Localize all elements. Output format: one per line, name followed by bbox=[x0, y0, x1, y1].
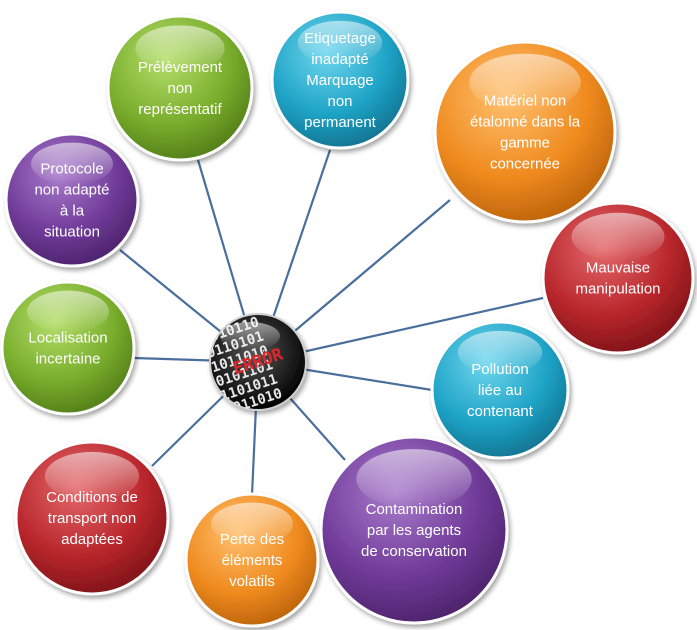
node-gloss bbox=[356, 449, 472, 509]
node-label-etiquetage: Etiquetage bbox=[304, 30, 376, 47]
node-gloss bbox=[27, 290, 109, 333]
node-label-protocole: non adapté bbox=[34, 182, 109, 199]
node-protocole: Protocole non adapté à la situation bbox=[4, 132, 140, 268]
node-label-protocole: situation bbox=[44, 224, 100, 241]
node-label-localisation: incertaine bbox=[35, 351, 100, 368]
node-label-prelevement: représentatif bbox=[138, 101, 222, 118]
node-label-materiel: concernée bbox=[490, 156, 560, 173]
node-label-etiquetage: permanent bbox=[304, 114, 377, 131]
node-label-contamination: par les agents bbox=[367, 522, 461, 539]
node-localisation: Localisation incertaine bbox=[0, 280, 136, 416]
node-label-pollution: Pollution bbox=[471, 361, 529, 378]
node-gloss bbox=[457, 330, 543, 375]
node-gloss bbox=[44, 451, 140, 501]
node-materiel: Matériel non étalonné dans la gamme concern… bbox=[433, 40, 617, 224]
node-gloss bbox=[211, 502, 293, 545]
node-gloss bbox=[297, 20, 383, 65]
node-label-localisation: Localisation bbox=[28, 330, 107, 347]
node-label-materiel: gamme bbox=[500, 135, 550, 152]
node-label-protocole: à la bbox=[60, 203, 85, 220]
node-prelevement: Prélèvement non représentatif bbox=[106, 14, 254, 162]
node-label-manipulation: manipulation bbox=[575, 281, 660, 298]
node-gloss bbox=[31, 142, 113, 185]
node-label-materiel: Matériel non bbox=[484, 93, 567, 110]
node-label-prelevement: Prélèvement bbox=[138, 59, 223, 76]
node-conditions: Conditions de transport non adaptées bbox=[14, 440, 170, 596]
node-pollution: Pollution liée au contenant bbox=[430, 320, 570, 460]
node-perte: Perte des éléments volatils bbox=[184, 492, 320, 628]
node-label-etiquetage: inadapté bbox=[311, 51, 369, 68]
node-gloss bbox=[571, 212, 665, 261]
node-label-etiquetage: non bbox=[327, 93, 352, 110]
node-label-pollution: liée au bbox=[478, 382, 522, 399]
node-label-manipulation: Mauvaise bbox=[586, 260, 650, 277]
node-gloss bbox=[469, 53, 581, 112]
node-label-conditions: transport non bbox=[48, 510, 136, 527]
node-contamination: Contamination par les agents de conservati… bbox=[319, 435, 509, 625]
central-error-node: 1010110011010110110100101101110101100110… bbox=[209, 313, 307, 411]
node-layer: EtiquetageinadaptéMarquagenonpermanentPr… bbox=[0, 10, 695, 628]
node-label-protocole: Protocole bbox=[40, 161, 103, 178]
node-label-materiel: étalonné dans la bbox=[470, 114, 581, 131]
node-label-perte: volatils bbox=[229, 573, 275, 590]
node-label-pollution: contenant bbox=[467, 403, 534, 420]
node-label-conditions: adaptées bbox=[61, 531, 123, 548]
node-label-prelevement: non bbox=[167, 80, 192, 97]
node-gloss bbox=[135, 25, 225, 72]
node-label-perte: éléments bbox=[222, 552, 283, 569]
node-label-perte: Perte des bbox=[220, 531, 284, 548]
hub-gloss bbox=[220, 322, 280, 350]
node-label-etiquetage: Marquage bbox=[306, 72, 374, 89]
node-label-conditions: Conditions de bbox=[46, 489, 138, 506]
node-manipulation: Mauvaise manipulation bbox=[541, 201, 695, 355]
node-label-contamination: de conservation bbox=[361, 543, 467, 560]
node-label-contamination: Contamination bbox=[366, 501, 463, 518]
